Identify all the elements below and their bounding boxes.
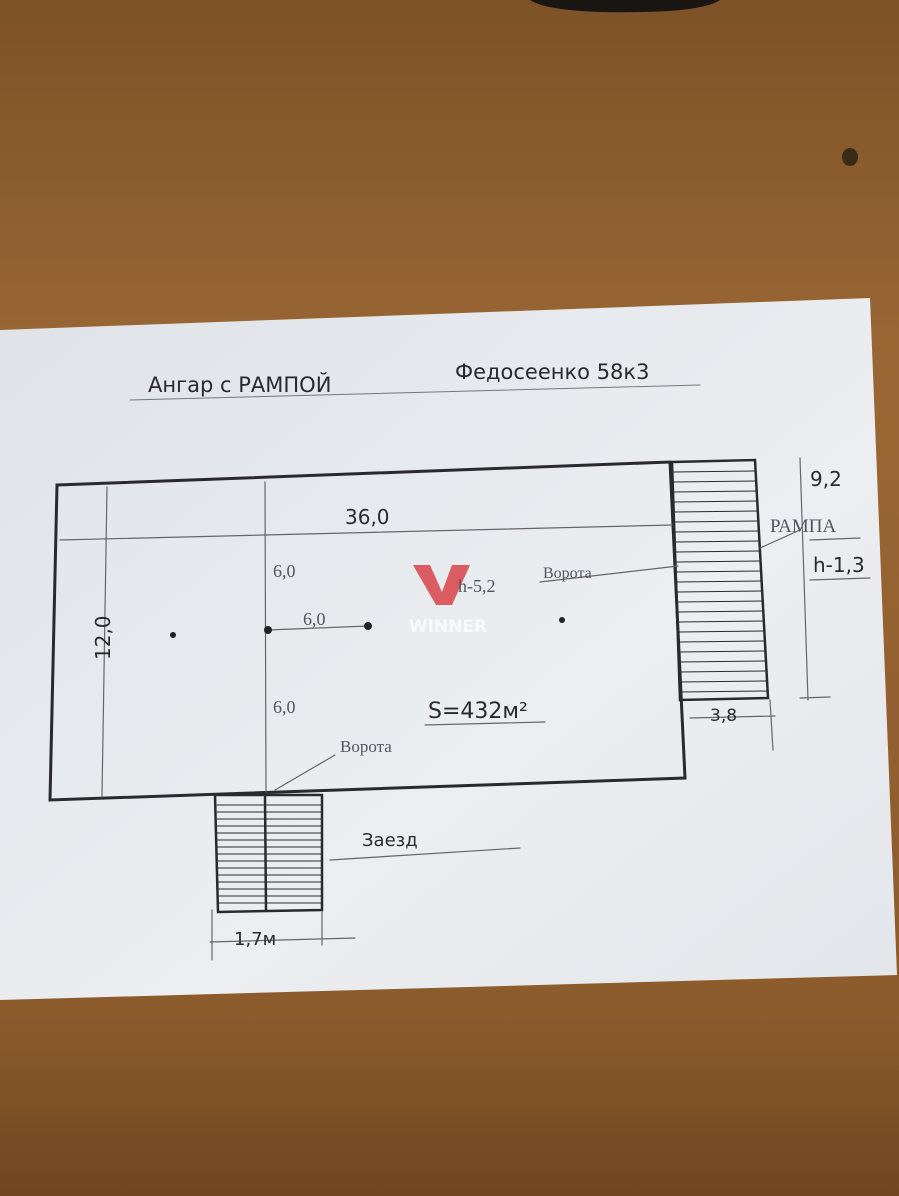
ramp-label: РАМПА [770,516,836,537]
entry-label: Заезд [362,830,418,851]
ramp-hatch-line [673,480,757,483]
winner-logo-icon [413,565,470,605]
entry [213,793,324,914]
dim-half-width-top: 6,0 [273,561,296,581]
dim-width: 12,0 [91,615,115,660]
ramp-hatch-line [679,660,767,663]
gate-ramp-label: Ворота [543,565,592,582]
drawing [48,384,871,961]
ramp-hatch-line [674,530,760,533]
ramp-hatch-line [673,490,758,493]
ramp-hatch-line [675,550,761,553]
ramp-hatch-line [677,620,765,623]
ramp [670,458,770,702]
ramp-hatch-line [676,570,762,573]
ramp-hatch-line [679,680,768,683]
ramp-hatch-line [674,510,759,513]
entry-width: 1,7м [234,929,276,950]
dim-column-spacing: 6,0 [303,609,326,629]
ramp-hatch-line [675,540,760,543]
ramp-width: 3,8 [710,706,737,726]
ramp-hatch-line [679,670,767,673]
ramp-hatch-line [676,590,763,593]
dim-half-width-bottom: 6,0 [273,697,296,717]
ramp-hatch-line [674,520,759,523]
ramp-hatch-line [676,580,763,583]
ramp-hatch-line [680,690,769,693]
watermark: WINNER [409,565,487,637]
ramp-hatch-line [677,610,764,613]
area: S=432м² [428,699,528,724]
dark-object [530,0,720,13]
ramp-hatch-line [677,600,764,603]
hangar-outline [48,460,687,802]
dim-length: 36,0 [345,505,390,529]
ramp-hatch-line [672,470,757,473]
paper-sheet [0,298,897,1000]
ramp-hatch-line [673,500,758,503]
ramp-height: h-1,3 [813,553,865,577]
gate-entry-label: Ворота [340,737,392,756]
svg-text:WINNER: WINNER [409,617,487,637]
wood-knot [842,148,858,166]
ramp-hatch-line [678,640,766,643]
ceiling-height: h-5,2 [458,576,496,596]
address: Федосеенко 58к3 [455,360,649,384]
ramp-hatch-line [678,650,766,653]
drawing-title: Ангар с РАМПОЙ [148,372,331,397]
ramp-hatch-line [675,560,761,563]
ramp-length: 9,2 [810,467,842,491]
ramp-hatch-line [678,630,765,633]
